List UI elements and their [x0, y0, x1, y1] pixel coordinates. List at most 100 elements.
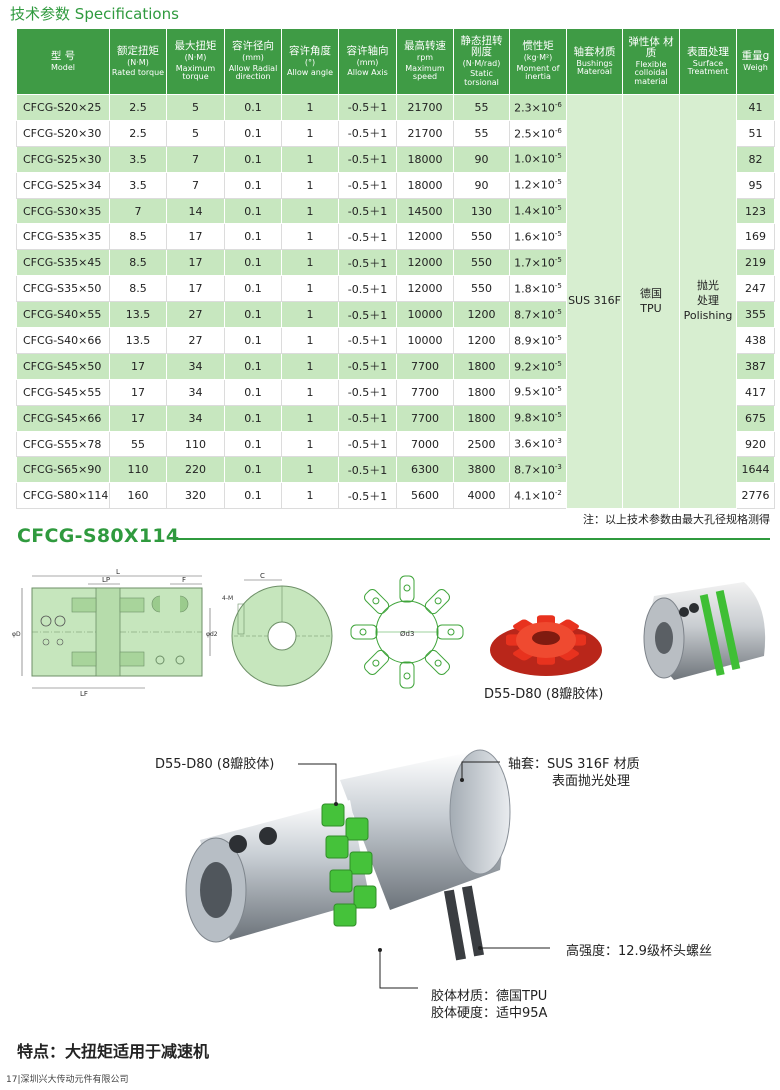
- header-cell: 最大扭矩(N·M)Maximum torque: [166, 28, 225, 95]
- cell-static: 55: [453, 94, 510, 121]
- cell-speed: 10000: [396, 301, 454, 329]
- cell-angle: 1: [281, 145, 339, 173]
- cell-static: 2500: [453, 430, 510, 458]
- cell-rated: 13.5: [109, 327, 167, 354]
- cell-speed: 14500: [396, 197, 454, 225]
- callout-sleeve-line1: 轴套：SUS 316F 材质: [508, 757, 640, 772]
- callout-material-line2: 胶体硬度：适中95A: [431, 1006, 548, 1021]
- cell-rated: 2.5: [109, 119, 167, 147]
- cell-radial: 0.1: [224, 171, 282, 199]
- side-view-drawing: L LP F LF φD φd2: [12, 568, 218, 698]
- cell-axis: -0.5＋1: [338, 352, 397, 380]
- header-cn: 表面处理: [687, 45, 729, 58]
- cell-max: 5: [166, 119, 225, 147]
- cell-max: 27: [166, 301, 225, 329]
- cell-static: 4000: [453, 482, 510, 510]
- elastomer-outline-drawing: Ød3: [350, 575, 464, 689]
- cell-axis: -0.5＋1: [338, 404, 397, 432]
- cell-radial: 0.1: [224, 482, 282, 510]
- cell-rated: 13.5: [109, 301, 167, 329]
- cell-inertia: 1.4×10-5: [509, 197, 567, 225]
- header-cn: 最高转速: [404, 40, 446, 53]
- cell-rated: 7: [109, 197, 167, 225]
- cell-radial: 0.1: [224, 327, 282, 354]
- cell-rated: 55: [109, 430, 167, 458]
- section-title: 技术参数 Specifications: [10, 3, 179, 27]
- inertia-base: 3.6×10: [514, 437, 555, 451]
- surface-cn2: 处理: [697, 294, 719, 308]
- cell-inertia: 9.8×10-5: [509, 404, 567, 432]
- cell-model: CFCG-S40×55: [16, 301, 110, 329]
- header-en: Surface Treatment: [687, 58, 729, 76]
- cell-angle: 1: [281, 327, 339, 354]
- inertia-base: 2.3×10: [514, 101, 555, 115]
- bushing-text: SUS 316F: [568, 294, 621, 308]
- header-en: Flexible colloidal material: [634, 59, 668, 86]
- cell-axis: -0.5＋1: [338, 94, 397, 121]
- cell-angle: 1: [281, 249, 339, 277]
- cell-inertia: 1.6×10-5: [509, 223, 567, 251]
- cell-max: 17: [166, 275, 225, 303]
- cell-rated: 17: [109, 352, 167, 380]
- dim-m: 4-M: [222, 595, 233, 602]
- inertia-base: 1.7×10: [514, 256, 555, 270]
- cell-inertia: 8.9×10-5: [509, 327, 567, 354]
- cell-static: 130: [453, 197, 510, 225]
- cell-angle: 1: [281, 456, 339, 484]
- cell-radial: 0.1: [224, 378, 282, 406]
- cell-speed: 10000: [396, 327, 454, 354]
- cell-static: 1200: [453, 301, 510, 329]
- header-en: Maximum torque: [175, 63, 216, 82]
- inertia-exponent: -3: [554, 463, 562, 472]
- inertia-exponent: -6: [554, 100, 562, 109]
- header-en: Allow Radial direction: [228, 63, 278, 82]
- cell-model: CFCG-S35×45: [16, 249, 110, 277]
- cell-model: CFCG-S40×66: [16, 327, 110, 354]
- header-en: Static torsional: [464, 69, 499, 87]
- cell-model: CFCG-S30×35: [16, 197, 110, 225]
- cell-model: CFCG-S20×30: [16, 119, 110, 147]
- inertia-exponent: -5: [554, 230, 562, 239]
- cell-radial: 0.1: [224, 430, 282, 458]
- header-en: Moment of inertia: [516, 63, 560, 82]
- inertia-exponent: -2: [554, 488, 562, 497]
- cell-speed: 12000: [396, 249, 454, 277]
- inertia-exponent: -5: [554, 255, 562, 264]
- header-unit: (N·M): [184, 53, 207, 63]
- header-cell: 容许角度(°)Allow angle: [281, 28, 339, 95]
- header-cn: 轴套材质: [573, 45, 616, 58]
- inertia-exponent: -5: [554, 204, 562, 213]
- cell-weight: 675: [736, 404, 775, 432]
- cell-angle: 1: [281, 171, 339, 199]
- dim-d3: Ød3: [400, 630, 414, 638]
- dim-phi-d: φD: [12, 631, 21, 638]
- header-cell: 静态扭转 刚度(N·M/rad)Static torsional: [453, 28, 510, 95]
- product-title: CFCG-S80X114: [17, 525, 180, 547]
- dim-lf: LF: [80, 690, 88, 698]
- cell-inertia: 8.7×10-5: [509, 301, 567, 329]
- cell-inertia: 9.5×10-5: [509, 378, 567, 406]
- cell-inertia: 9.2×10-5: [509, 352, 567, 380]
- inertia-exponent: -5: [554, 281, 562, 290]
- cell-axis: -0.5＋1: [338, 249, 397, 277]
- header-en: Allow Axis: [347, 68, 388, 77]
- header-en: Rated torque: [111, 68, 165, 77]
- callout-material-line1: 胶体材质：德国TPU: [431, 989, 548, 1004]
- cell-static: 1200: [453, 327, 510, 354]
- cell-weight: 417: [736, 378, 775, 406]
- cell-max: 110: [166, 430, 225, 458]
- cell-axis: -0.5＋1: [338, 197, 397, 225]
- cell-weight: 438: [736, 327, 775, 354]
- header-cn: 弹性体 材质: [628, 35, 674, 59]
- cell-inertia: 1.8×10-5: [509, 275, 567, 303]
- cell-max: 7: [166, 145, 225, 173]
